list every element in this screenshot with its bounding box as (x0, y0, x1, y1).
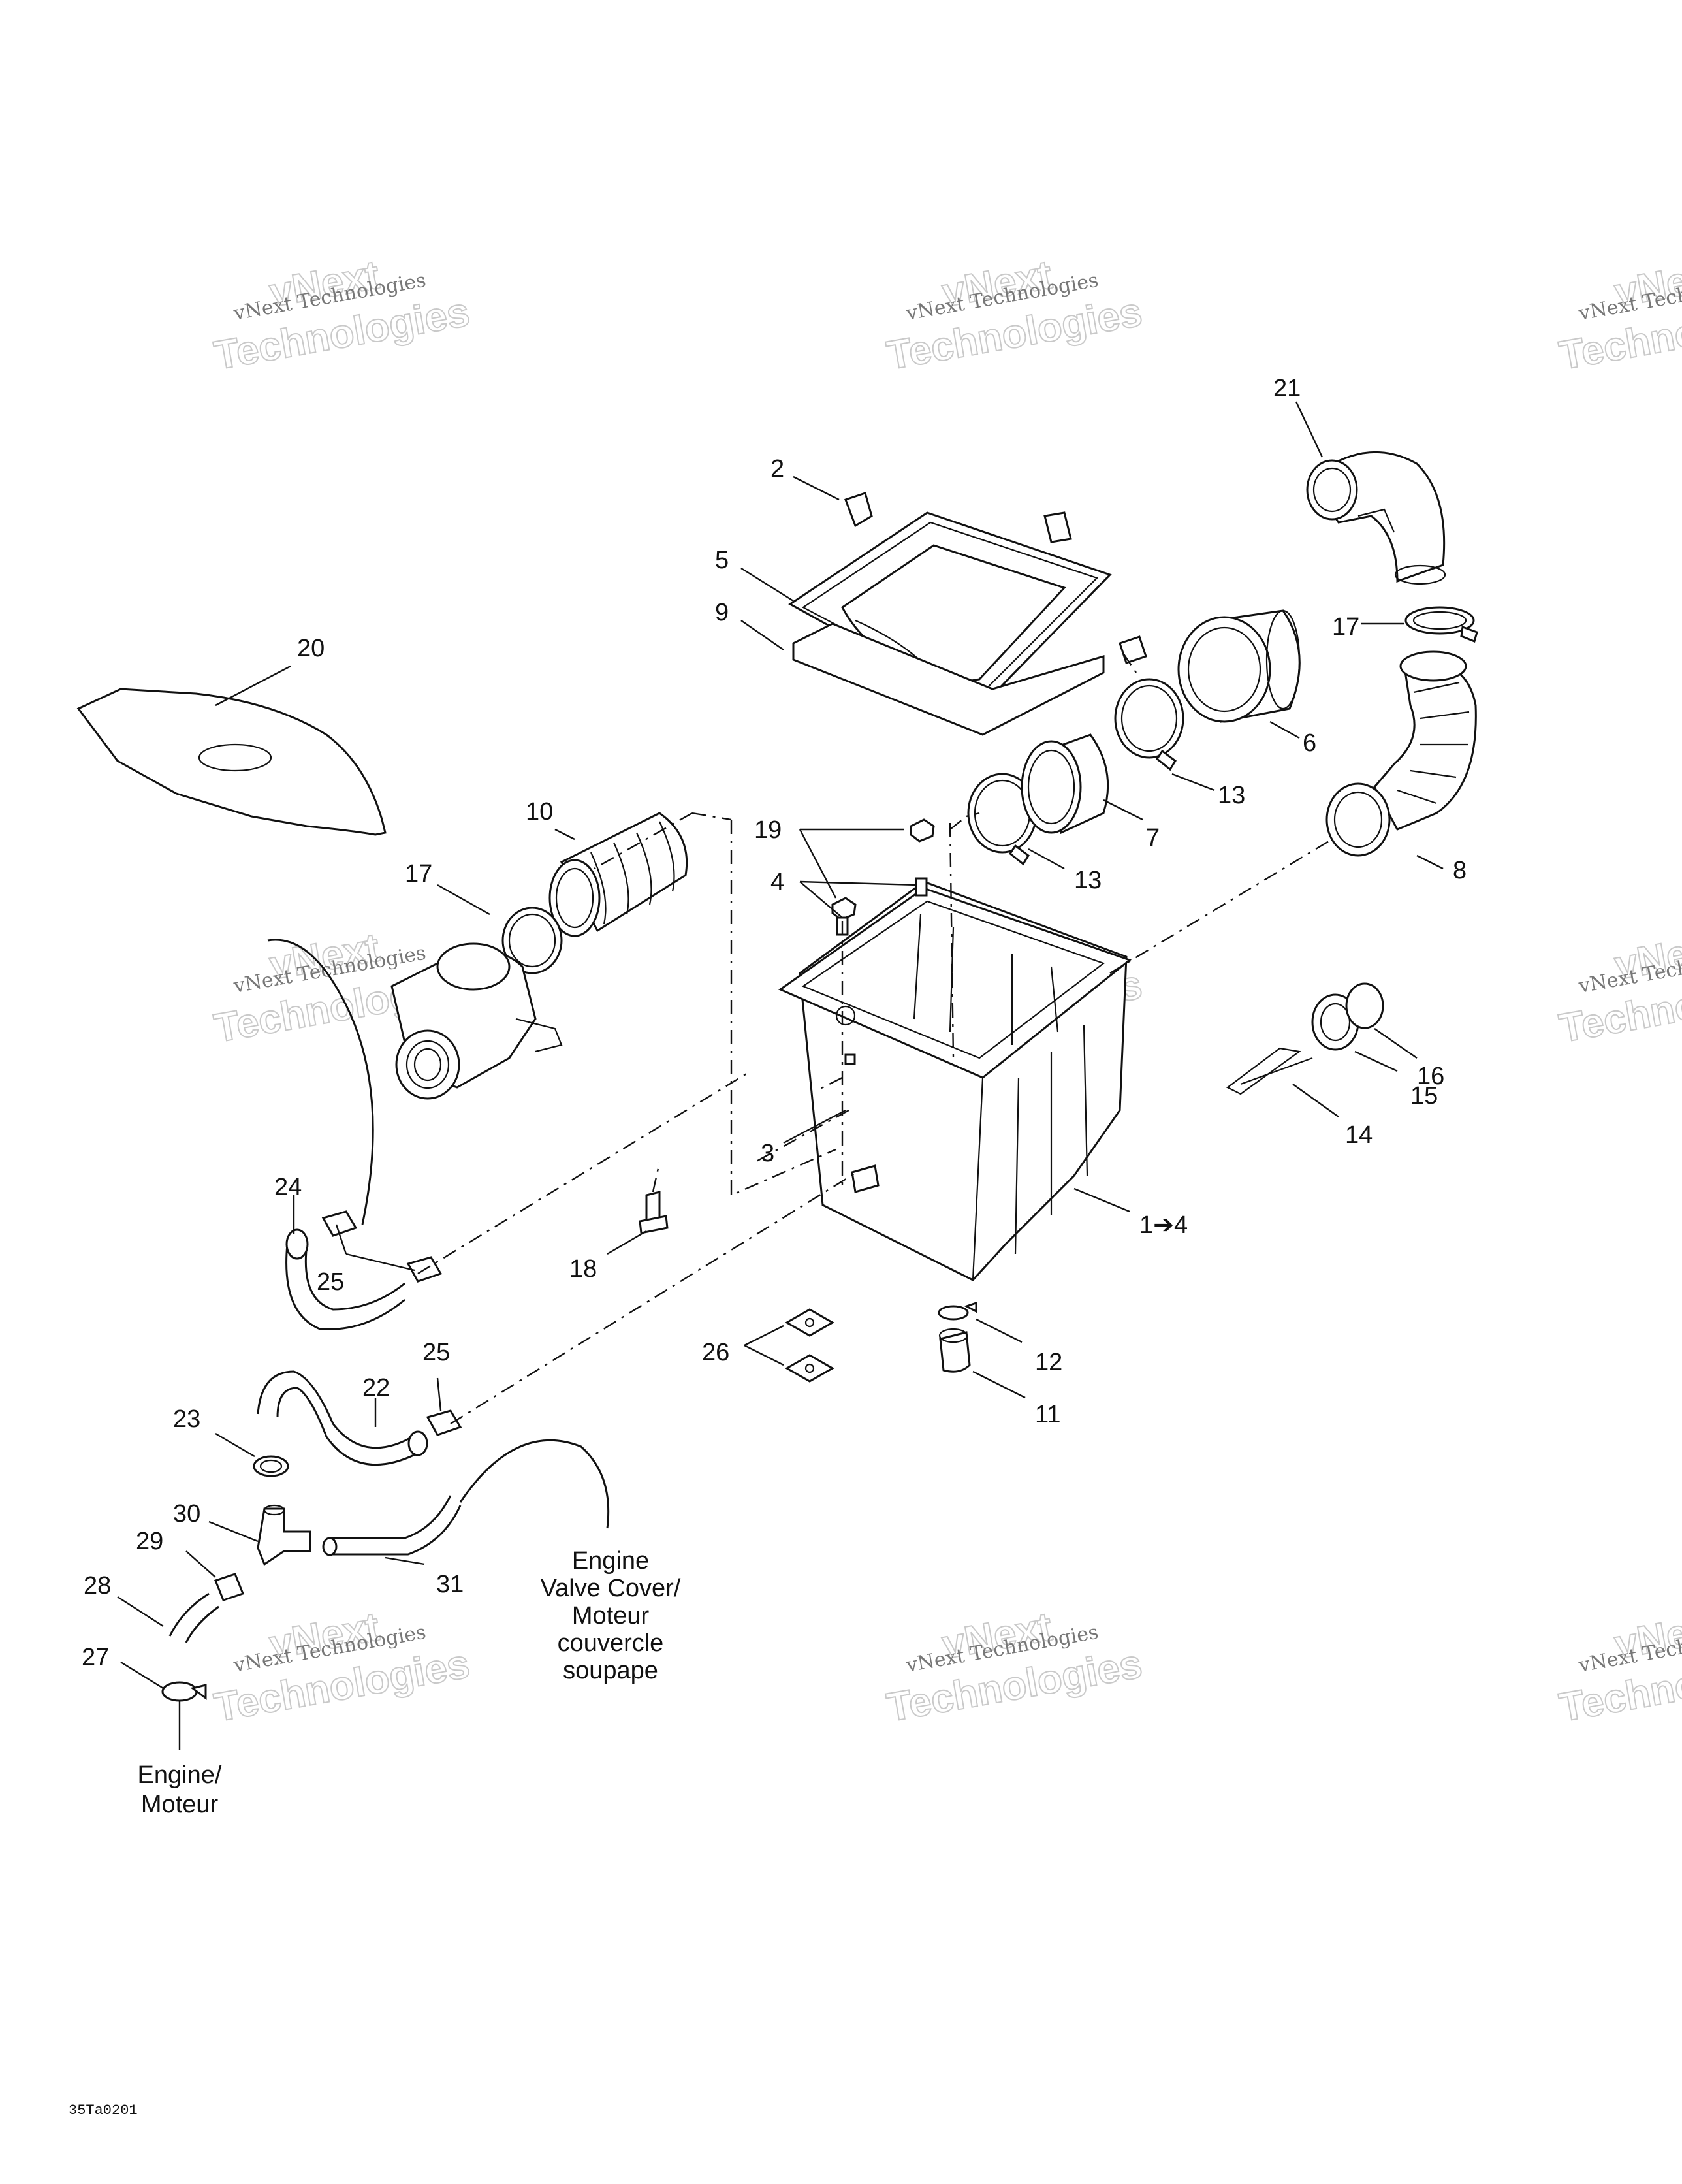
callout-label: 7 (1146, 824, 1160, 852)
part-7-sleeve (1021, 733, 1109, 835)
note-line: Valve Cover/ (541, 1575, 681, 1602)
part-24-hose (285, 1228, 405, 1330)
note-line: Engine/ (138, 1761, 222, 1789)
part-28-hose (168, 1592, 219, 1643)
callout-label: 26 (702, 1339, 729, 1366)
callout-label: 19 (754, 816, 782, 844)
callout-label: 1➔4 (1139, 1212, 1188, 1239)
part-30-tee-fitting (257, 1504, 311, 1566)
leader-lines (117, 401, 1444, 1750)
part-25-clamp-upper (321, 1210, 443, 1283)
callout-label: 23 (173, 1405, 200, 1433)
part-13-clamp-lower (967, 773, 1038, 866)
part-19-nuts (831, 818, 935, 921)
note-line: Moteur (572, 1602, 650, 1630)
part-16-disc (1345, 982, 1384, 1029)
callout-label: 10 (526, 798, 553, 826)
note-line: soupape (563, 1657, 658, 1684)
callout-label: 22 (362, 1374, 390, 1402)
callout-label: 25 (422, 1339, 450, 1366)
part-13-clamp-upper (1114, 678, 1184, 771)
part-1-airbox (778, 880, 1132, 1281)
part-26-pads (784, 1308, 835, 1383)
callout-label: 13 (1074, 867, 1102, 894)
callout-label: 21 (1273, 375, 1301, 402)
callout-label: 29 (136, 1528, 163, 1555)
part-8-duct (1325, 650, 1477, 857)
part-21-elbow (1306, 451, 1446, 585)
part-9-lid-gasket (792, 622, 1105, 736)
callout-label: 16 (1417, 1063, 1444, 1090)
assembly-lines (417, 652, 1333, 1425)
part-18-screw (639, 1191, 669, 1234)
part-22-hose (257, 1370, 428, 1466)
part-20-cover-panel (76, 688, 387, 836)
watermark: Technologies vNext vNext Technologies (883, 251, 1146, 379)
callout-label: 9 (715, 599, 729, 626)
note-line: Engine (572, 1547, 649, 1575)
part-31-hose (322, 1495, 462, 1556)
watermark: Technologies vNext vNext Technologies (210, 1603, 473, 1731)
carburetor-assembly (390, 942, 563, 1100)
callout-label: 4 (770, 869, 784, 896)
part-27-clamp (161, 1681, 207, 1702)
callout-label: 15 (1410, 1082, 1438, 1110)
note-line: Moteur (141, 1791, 219, 1818)
callout-label: 18 (569, 1255, 597, 1283)
part-17-clamp-left (501, 907, 563, 974)
callout-label: 17 (405, 860, 432, 888)
watermark: Technologies vNext vNext Technologies (1555, 1603, 1682, 1731)
watermark: Technologies vNext vNext Technologies (210, 251, 473, 379)
note-valve-cover: Engine Valve Cover/ Moteur couvercle sou… (541, 1547, 681, 1684)
callout-label: 5 (715, 547, 729, 574)
callout-label: 31 (436, 1571, 464, 1598)
watermark: Technologies vNext vNext Technologies (883, 1603, 1146, 1731)
callout-label: 20 (297, 635, 325, 662)
part-25-clamp-lower (426, 1409, 462, 1436)
part-2-clips (844, 492, 1147, 664)
note-engine: Engine/ Moteur (138, 1761, 222, 1818)
part-17-clamp-right (1404, 606, 1478, 643)
callout-label: 8 (1453, 857, 1467, 884)
part-3-fitting (844, 1053, 856, 1065)
part-14-rod (1226, 1047, 1313, 1095)
part-6-intake-tube (1177, 609, 1301, 723)
part-10-carb-boot (548, 812, 688, 937)
callout-label: 6 (1303, 730, 1316, 757)
breather-line (267, 939, 374, 1225)
part-11-cap (938, 1328, 971, 1373)
callout-label: 28 (84, 1572, 111, 1599)
callout-label: 2 (770, 455, 784, 483)
callout-label: 24 (274, 1174, 302, 1201)
callout-label: 27 (82, 1644, 109, 1671)
note-line: couvercle (558, 1630, 664, 1657)
callout-label: 14 (1345, 1121, 1373, 1149)
callout-label: 11 (1035, 1401, 1060, 1428)
callout-label: 17 (1332, 613, 1359, 641)
part-12-clamp (938, 1301, 977, 1321)
valve-cover-line (459, 1439, 610, 1529)
watermark: Technologies vNext vNext Technologies (1555, 924, 1682, 1052)
callout-label: 30 (173, 1500, 200, 1528)
drawing-code: 35Ta0201 (69, 2102, 138, 2119)
part-29-connector (214, 1573, 244, 1601)
callout-label: 25 (317, 1268, 344, 1296)
callout-label: 13 (1218, 782, 1245, 809)
callout-labels: 21 2 17 5 9 20 6 13 10 7 19 17 8 4 13 16… (82, 375, 1467, 1671)
watermark: Technologies vNext vNext Technologies (1555, 251, 1682, 379)
callout-label: 3 (761, 1140, 774, 1167)
part-23-clamp (253, 1455, 289, 1477)
callout-label: 12 (1035, 1349, 1062, 1376)
